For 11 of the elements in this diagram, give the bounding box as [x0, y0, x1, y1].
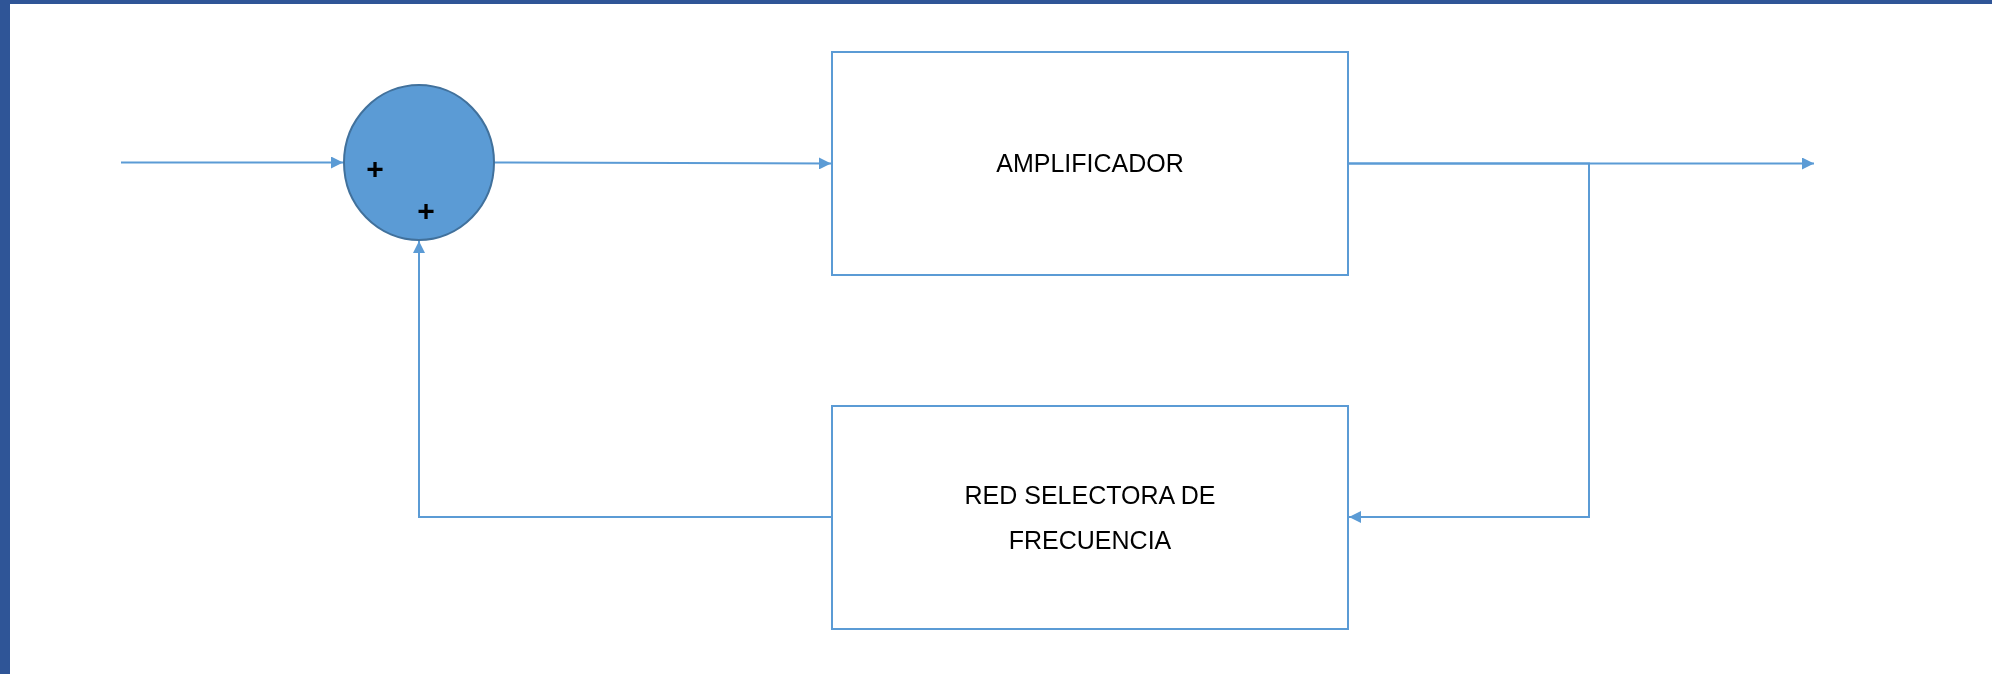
sign-label: +: [417, 196, 435, 226]
arrow: [1348, 162, 1590, 523]
arrow: [494, 157, 832, 170]
block-label: AMPLIFICADOR: [996, 148, 1184, 179]
summing-junction-circle: [343, 84, 495, 241]
arrow: [413, 240, 832, 518]
arrow: [120, 156, 344, 169]
block-label: RED SELECTORA DE FRECUENCIA: [963, 479, 1217, 556]
block-box: [831, 51, 1349, 276]
block-box: [831, 405, 1349, 630]
sign-label: +: [366, 154, 384, 184]
